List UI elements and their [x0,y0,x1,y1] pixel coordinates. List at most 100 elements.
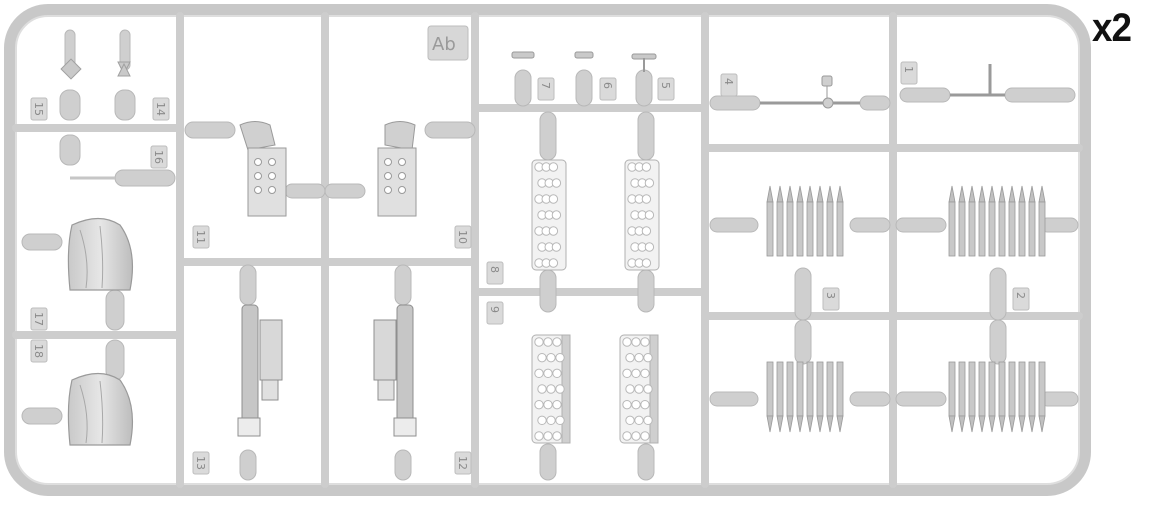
ammo-box-8a [531,159,567,271]
part-number-text: 1 [902,66,915,73]
part-number-text: 15 [32,102,45,116]
cartridge [988,185,996,257]
cartridge [836,185,844,257]
part-number-text: 18 [32,344,45,358]
cartridge [958,361,966,433]
cartridge [786,361,794,433]
ammo-strip-3-top [766,185,844,257]
part-number-tag: 10 [454,225,472,249]
cartridge [948,185,956,257]
part-1-rod [950,64,1005,97]
cartridge [1018,361,1026,433]
part-number-tag: 17 [30,307,48,331]
part-9-ammo-boxes [531,334,659,444]
part-number-tag: 9 [486,301,504,325]
part-number-text: 4 [722,78,735,85]
part-number-tag: 11 [192,225,210,249]
part-number-tag: 6 [599,77,617,101]
part-small-pins [511,51,657,72]
cartridge [776,361,784,433]
part-number-tag: 5 [657,77,675,101]
cartridge [988,361,996,433]
part-number-text: 14 [154,102,167,116]
cartridge [958,185,966,257]
ammo-strip-2-top [948,185,1046,257]
part-number-text: 10 [456,230,469,244]
cartridge [1038,361,1046,433]
part-number-tag: 18 [30,339,48,363]
cartridge [1008,185,1016,257]
part-number-text: 8 [488,266,501,273]
cartridge [766,361,774,433]
part-4-long-rod [760,75,860,109]
ammo-strip-2-bottom [948,361,1046,433]
part-number-tag: 3 [822,287,840,311]
part-18-cover [67,372,134,446]
cartridge [766,185,774,257]
part-8-ammo-boxes [531,159,660,271]
part-number-tag: 14 [152,97,170,121]
cartridge [806,361,814,433]
cartridge [796,361,804,433]
part-number-text: 12 [456,456,469,470]
cartridge [1038,185,1046,257]
part-number-text: 3 [824,292,837,299]
sprue-frame-inner-edge [15,15,1080,485]
cartridge [978,185,986,257]
cartridge [968,361,976,433]
cartridge [998,361,1006,433]
part-number-tag: 12 [454,451,472,475]
part-number-text: 2 [1014,292,1027,299]
cartridge [796,185,804,257]
quantity-label: x2 [1092,6,1132,50]
sprue-code-text: Ab [432,34,456,55]
part-12-mg-body [373,304,417,437]
part-number-tag: 8 [486,261,504,285]
part-number-tag: 15 [30,97,48,121]
sprue-frame-outer [4,4,1091,496]
part-number-text: 9 [488,306,501,313]
cartridge [816,361,824,433]
part-number-tag: 7 [537,77,555,101]
part-number-text: 17 [32,312,45,326]
cartridge [836,361,844,433]
cartridge [1028,361,1036,433]
cartridge [1018,185,1026,257]
part-number-tag: 13 [192,451,210,475]
cartridge [978,361,986,433]
part-number-tag: 4 [720,73,738,97]
cartridge [786,185,794,257]
ammo-box-8b [624,159,660,271]
cartridge [948,361,956,433]
ammo-box-9b [619,334,659,444]
part-small-top-left [60,58,131,80]
part-number-text: 13 [194,456,207,470]
cartridge [1008,361,1016,433]
sprue-code-tag: Ab [427,25,469,61]
cartridge [826,185,834,257]
part-10-bracket [377,121,417,217]
cartridge [968,185,976,257]
part-number-text: 5 [659,82,672,89]
cartridge [776,185,784,257]
part-number-text: 7 [539,82,552,89]
cartridge [806,185,814,257]
cartridge [816,185,824,257]
cartridge [1028,185,1036,257]
part-17-cover [67,217,134,291]
part-number-text: 11 [194,230,207,244]
ammo-box-9a [531,334,571,444]
part-number-text: 6 [601,82,614,89]
sprue-runners [12,12,1083,488]
part-11-bracket [239,121,287,217]
ammo-strip-3-bottom [766,361,844,433]
part-number-text: 16 [152,150,165,164]
cartridge [998,185,1006,257]
cartridge [826,361,834,433]
part-number-tag: 1 [900,61,918,85]
sprue-gates [21,29,1079,481]
part-13-mg-body [237,304,283,437]
part-number-tag: 16 [150,145,168,169]
